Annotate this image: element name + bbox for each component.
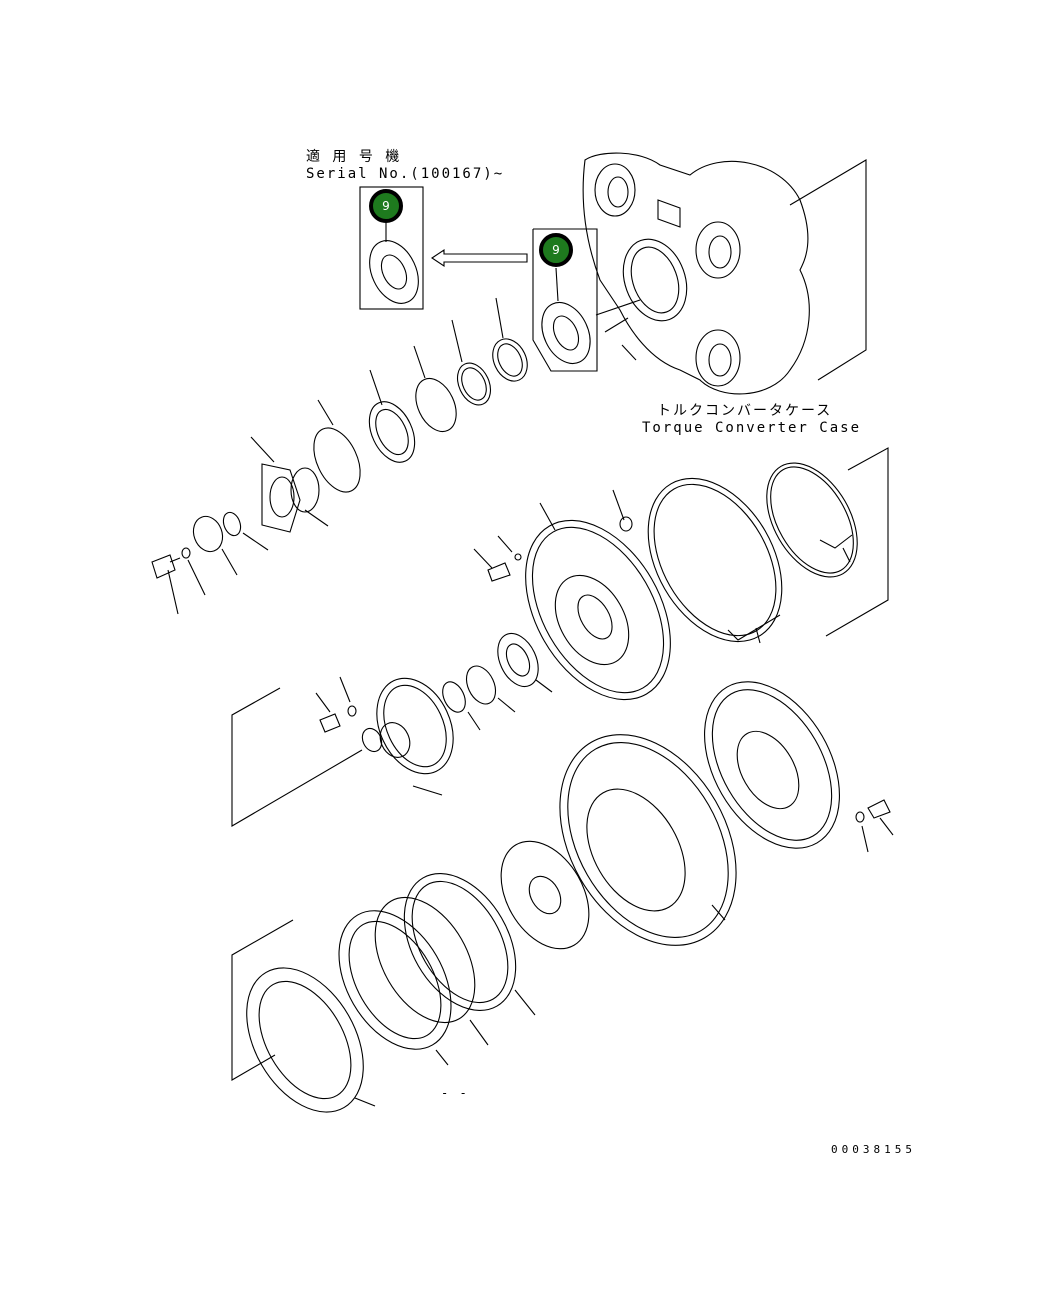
- seal-ring-2: [456, 362, 492, 406]
- arrow-left-icon: [431, 248, 528, 268]
- serial-note-en: Serial No.(100167)~: [306, 166, 505, 182]
- stator-cover: [704, 681, 840, 849]
- oil-seal: [368, 401, 416, 463]
- case-label-en: Torque Converter Case: [642, 420, 862, 436]
- callout-badge-new-label: 9: [552, 243, 560, 257]
- bolt: [151, 554, 176, 579]
- bearing-inset-new: [541, 301, 591, 365]
- callout-badge-old[interactable]: 9: [369, 189, 403, 223]
- bearing-inset-old: [369, 240, 419, 304]
- o-ring: [415, 377, 457, 433]
- turbine-hub: [500, 840, 590, 950]
- yoke-coupling: [261, 463, 301, 533]
- clutch-disc-outer: [403, 873, 517, 1011]
- o-ring-small: [222, 511, 242, 537]
- friction-disc: [338, 910, 452, 1050]
- washer: [181, 547, 191, 559]
- clutch-plate: [374, 896, 476, 1024]
- turbine-housing: [559, 734, 737, 946]
- pump-cover-plate: [525, 519, 671, 701]
- serial-note-jp: 適 用 号 機: [306, 149, 402, 165]
- torque-converter-case: [582, 152, 810, 395]
- plug: [619, 516, 633, 532]
- pump-drive-gear: [376, 677, 454, 775]
- bearing-mid: [497, 632, 539, 688]
- seal-ring-large-1: [647, 477, 783, 643]
- callout-badge-new[interactable]: 9: [539, 233, 573, 267]
- end-cover-plate: [246, 967, 364, 1113]
- callout-badge-old-label: 9: [382, 199, 390, 213]
- washer-plate: [192, 515, 224, 553]
- seal-ring-large-2: [766, 462, 858, 578]
- figure-number: 00038155: [831, 1143, 916, 1156]
- snap-ring-mid: [465, 665, 497, 705]
- seal-ring-1: [492, 338, 528, 382]
- retaining-ring: [442, 681, 466, 713]
- snap-ring: [313, 427, 361, 493]
- serial-inset-box: [359, 186, 424, 310]
- splined-shaft: [379, 722, 411, 758]
- bottom-mark: - -: [441, 1086, 469, 1100]
- case-label-jp: トルクコンバータケース: [657, 403, 833, 419]
